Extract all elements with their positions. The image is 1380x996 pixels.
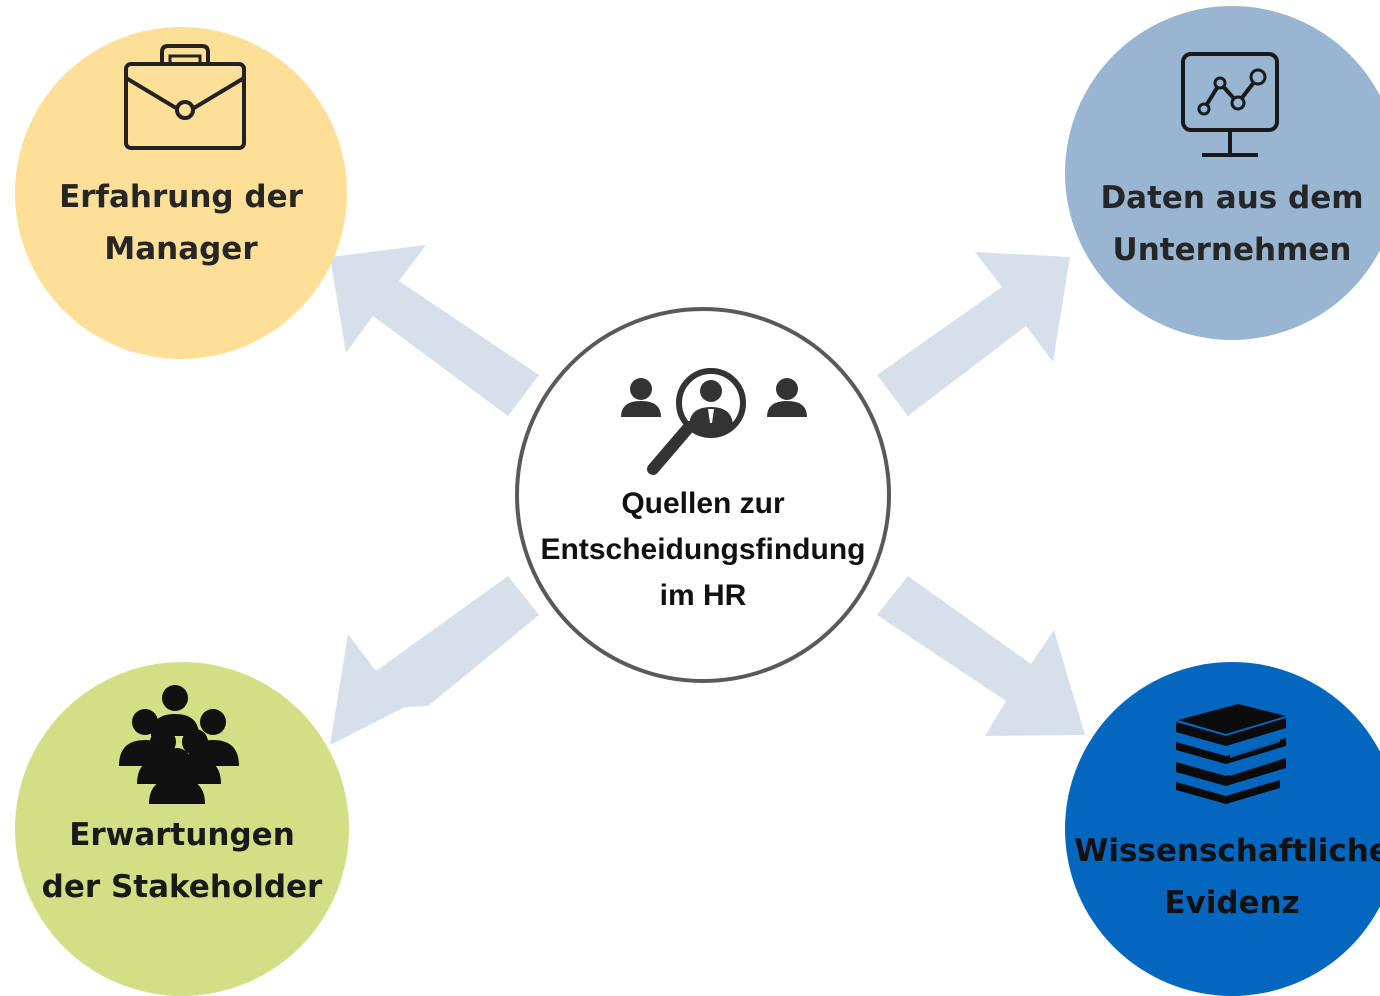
arrow-to-bottom-left (330, 576, 539, 745)
briefcase-icon (120, 42, 250, 157)
group-icon (115, 684, 245, 809)
books-icon (1168, 702, 1293, 812)
node-label: Erwartungen der Stakeholder (41, 817, 323, 905)
node-label: Wissenschaftliche Evidenz (1074, 833, 1380, 921)
arrow-to-bottom-right (877, 576, 1085, 736)
node-managers-experience: Erfahrung der Manager (15, 27, 347, 359)
node-company-data: Daten aus dem Unternehmen (1065, 6, 1380, 340)
arrow-to-top-left (330, 245, 539, 416)
arrow-to-top-right (877, 252, 1070, 416)
monitor-chart-icon (1180, 51, 1280, 166)
node-scientific-evidence: Wissenschaftliche Evidenz (1065, 662, 1380, 996)
center-node: Quellen zur Entscheidungsfindung im HR (515, 307, 891, 683)
people-search-icon (619, 365, 809, 480)
node-stakeholder-expectations: Erwartungen der Stakeholder (15, 662, 349, 996)
center-label: Quellen zur Entscheidungsfindung im HR (540, 487, 866, 612)
node-label: Erfahrung der Manager (59, 179, 303, 267)
node-label: Daten aus dem Unternehmen (1100, 180, 1364, 268)
